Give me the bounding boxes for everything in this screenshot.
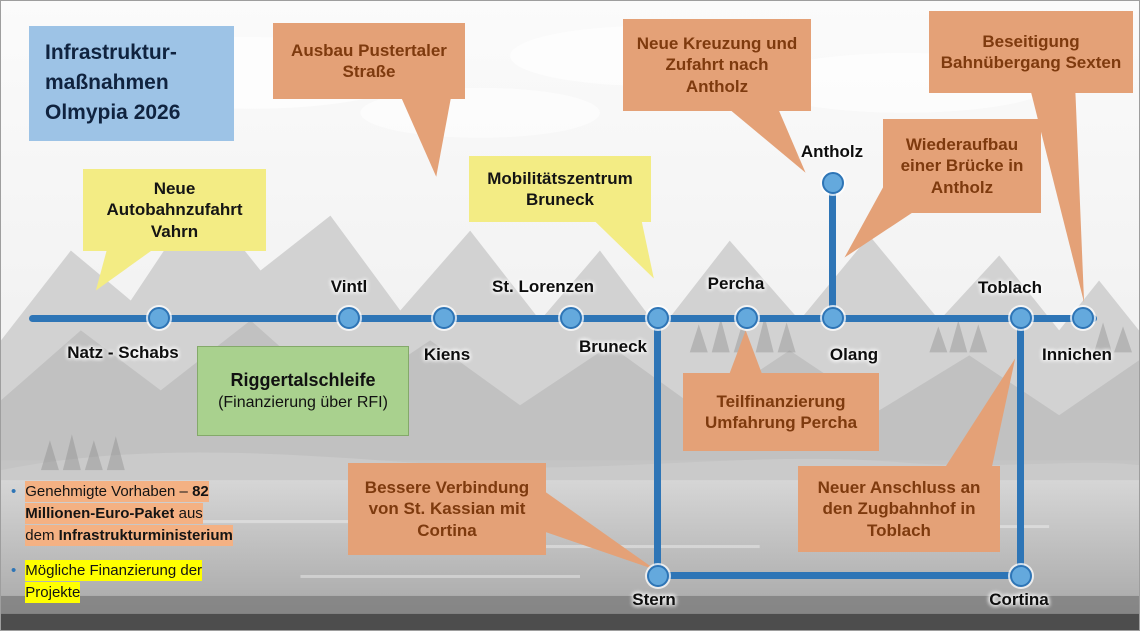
callout-kreuzung-antholz: Neue Kreuzung und Zufahrt nach Antholz: [623, 19, 811, 111]
callout-kreuzung-antholz-text: Neue Kreuzung und Zufahrt nach Antholz: [636, 34, 798, 96]
station-dot-innichen: [1072, 307, 1094, 329]
legend-financing-text: Mögliche Finanzierung der Projekte: [25, 560, 233, 604]
station-dot-antholz: [822, 172, 844, 194]
station-label-kiens: Kiens: [423, 345, 471, 364]
legend: • Genehmigte Vorhaben – 82 Millionen-Eur…: [11, 481, 291, 617]
station-label-percha: Percha: [707, 274, 765, 293]
station-label-antholz: Antholz: [800, 142, 864, 161]
station-label-cortina: Cortina: [989, 590, 1049, 609]
callout-verbindung-cortina-text: Bessere Verbindung von St. Kassian mit C…: [364, 478, 530, 540]
station-label-toblach: Toblach: [978, 278, 1042, 297]
legend-approved-part-4: Infrastrukturministerium: [58, 525, 233, 546]
rail-line-bruneck-stern: [654, 319, 661, 579]
callout-pustertaler-text: Ausbau Pustertaler Straße: [291, 40, 447, 81]
green-box-subtitle: (Finanzierung über RFI): [218, 394, 388, 412]
station-label-innichen: Innichen: [1042, 345, 1112, 364]
legend-approved-text: Genehmigte Vorhaben – 82 Millionen-Euro-…: [25, 481, 233, 547]
callout-bahnuebergang-sexten: Beseitigung Bahnübergang Sexten: [929, 11, 1133, 93]
station-dot-st-lorenzen: [560, 307, 582, 329]
title-line-1: Infrastruktur-: [45, 41, 177, 64]
station-dot-percha: [736, 307, 758, 329]
callout-mobilitaetszentrum-bruneck: Mobilitätszentrum Bruneck: [469, 156, 651, 222]
legend-item-approved-projects: • Genehmigte Vorhaben – 82 Millionen-Eur…: [11, 481, 291, 547]
station-dot-kiens: [433, 307, 455, 329]
station-dot-bruneck: [647, 307, 669, 329]
background-bottom-band: [1, 613, 1139, 630]
callout-vahrn-text: Neue Autobahnzufahrt Vahrn: [106, 179, 243, 241]
rail-line-antholz-branch: [829, 181, 836, 321]
legend-financing-part: Mögliche Finanzierung der Projekte: [25, 560, 203, 603]
callout-verbindung-cortina: Bessere Verbindung von St. Kassian mit C…: [348, 463, 546, 555]
callout-vahrn: Neue Autobahnzufahrt Vahrn: [83, 169, 266, 251]
callout-bruecke-antholz-text: Wiederaufbau einer Brücke in Antholz: [900, 135, 1024, 197]
station-label-natz-schabs: Natz - Schabs: [67, 343, 179, 362]
station-label-stern: Stern: [632, 590, 676, 609]
station-dot-vintl: [338, 307, 360, 329]
station-label-bruneck: Bruneck: [578, 337, 648, 356]
callout-bruecke-antholz: Wiederaufbau einer Brücke in Antholz: [883, 119, 1041, 213]
callout-anschluss-toblach: Neuer Anschluss an den Zugbahnhof in Tob…: [798, 466, 1000, 552]
bullet-marker: •: [11, 562, 17, 579]
title-line-3: Olmypia 2026: [45, 101, 181, 124]
legend-item-possible-financing: • Mögliche Finanzierung der Projekte: [11, 560, 291, 604]
callout-bahnuebergang-sexten-text: Beseitigung Bahnübergang Sexten: [940, 31, 1122, 72]
station-label-vintl: Vintl: [330, 277, 368, 296]
green-box-riggertalschleife: Riggertalschleife (Finanzierung über RFI…: [197, 346, 409, 436]
rail-line-stern-cortina: [654, 572, 1025, 579]
callout-pustertaler-strasse: Ausbau Pustertaler Straße: [273, 23, 465, 99]
station-label-olang: Olang: [829, 345, 879, 364]
station-dot-cortina: [1010, 565, 1032, 587]
rail-line-toblach-cortina: [1017, 319, 1024, 579]
station-dot-stern: [647, 565, 669, 587]
station-dot-natz-schabs: [148, 307, 170, 329]
green-box-title: Riggertalschleife: [230, 370, 376, 391]
bullet-marker: •: [11, 483, 17, 500]
title-box: Infrastruktur- maßnahmen Olmypia 2026: [29, 26, 234, 141]
callout-teilfinanzierung-percha-text: Teilfinanzierung Umfahrung Percha: [704, 391, 858, 432]
callout-anschluss-toblach-text: Neuer Anschluss an den Zugbahnhof in Tob…: [817, 478, 981, 540]
callout-mobilitaetszentrum-text: Mobilitätszentrum Bruneck: [487, 168, 633, 209]
station-dot-toblach: [1010, 307, 1032, 329]
station-label-st-lorenzen: St. Lorenzen: [491, 277, 595, 296]
callout-teilfinanzierung-percha: Teilfinanzierung Umfahrung Percha: [683, 373, 879, 451]
station-dot-olang: [822, 307, 844, 329]
title-line-2: maßnahmen: [45, 71, 169, 94]
legend-approved-part-1: Genehmigte Vorhaben –: [25, 481, 193, 502]
